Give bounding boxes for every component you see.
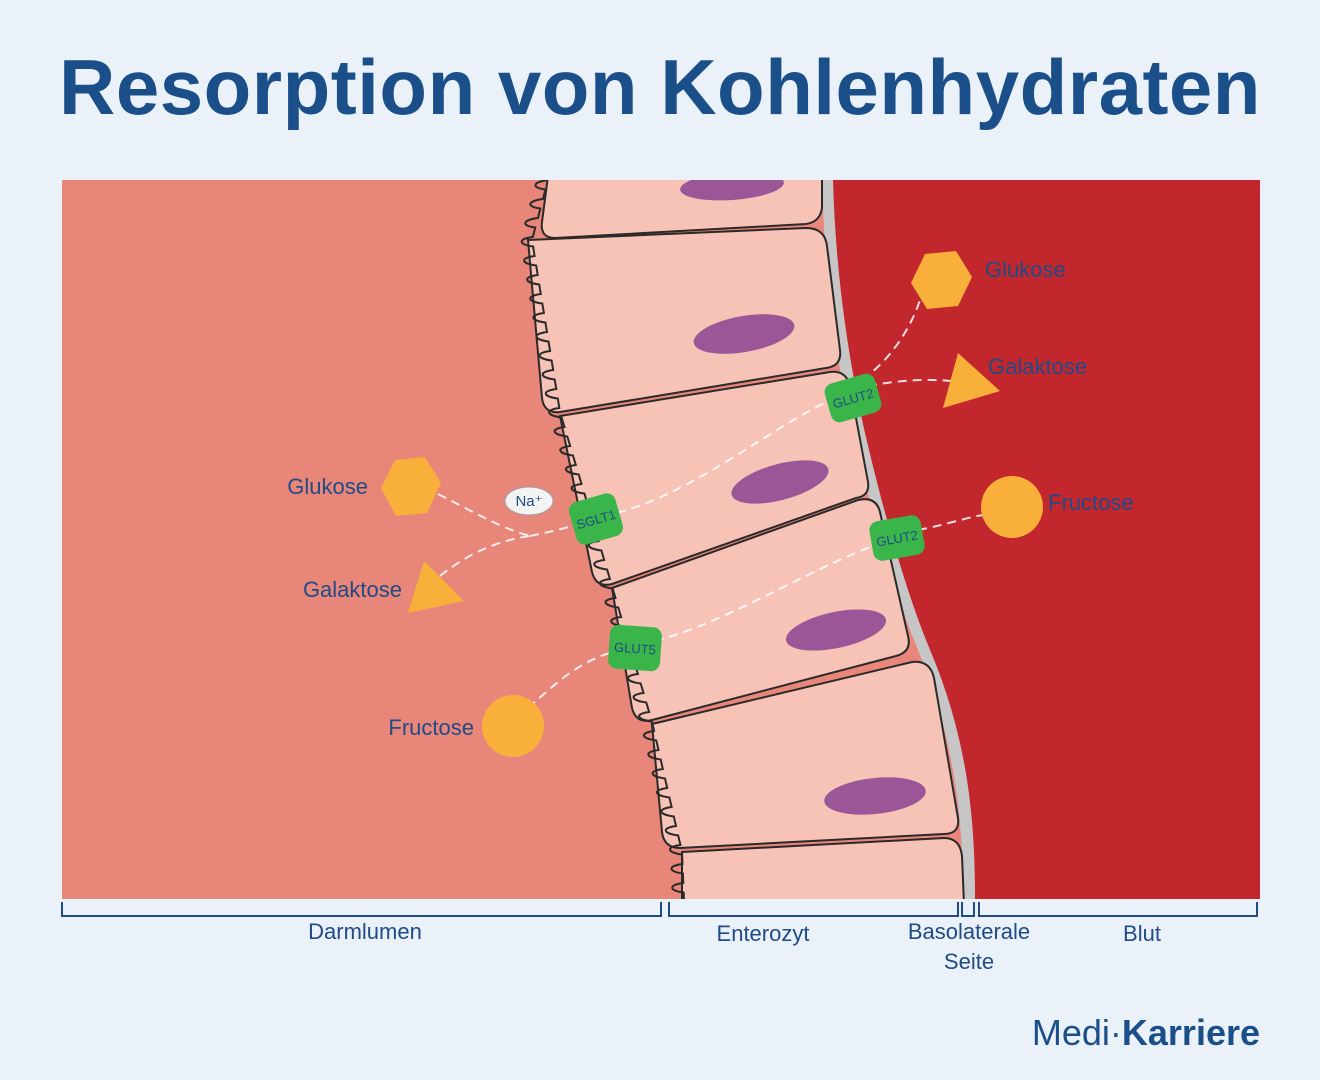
medi-karriere-logo: Medi·Karriere (1031, 1012, 1260, 1053)
nucleus (824, 777, 926, 815)
label-glukose-blood: Glukose (985, 257, 1066, 282)
label-fructose-lumen: Fructose (388, 715, 474, 740)
label-fructose-blood: Fructose (1048, 490, 1134, 515)
nucleus (731, 460, 829, 504)
nuclei (680, 180, 926, 815)
bracket-blut (978, 902, 1258, 917)
page-title: Resorption von Kohlenhydraten (59, 43, 1261, 131)
path-glut2-to-glukose (861, 299, 921, 381)
enterocyte-layer (526, 180, 965, 899)
path-fructose-lumen (527, 649, 621, 709)
bracket-enterozyt (668, 902, 959, 917)
path-sglt1-to-glut2 (529, 395, 841, 537)
path-galaktose-lumen (439, 535, 531, 577)
label-galaktose-lumen: Galaktose (303, 577, 402, 602)
glukose-hexagon-lumen (381, 457, 441, 516)
fructose-circle-blood (981, 476, 1043, 538)
glukose-hexagon-blood (911, 251, 972, 309)
path-glukose-lumen (437, 493, 531, 537)
path-glut5-to-glut2 (639, 539, 893, 645)
bracket-basolateral (961, 902, 975, 917)
transporter-sglt1: SGLT1 (568, 493, 624, 545)
region-label-basolateral-line1: Basolaterale (908, 919, 1030, 944)
transporter-glut2-bottom: GLUT2 (869, 515, 925, 561)
sugars (381, 251, 1043, 757)
bracket-darmlumen (61, 902, 662, 917)
sodium-ion-label: Na⁺ (515, 493, 542, 510)
transporter-glut2-top: GLUT2 (824, 373, 882, 423)
transporter-glut5-label: GLUT5 (614, 640, 657, 658)
enterocyte-2 (526, 226, 842, 414)
sodium-ion (504, 486, 554, 516)
galaktose-triangle-lumen (408, 561, 464, 613)
label-galaktose-blood: Galaktose (988, 354, 1087, 379)
transporter-glut2-bottom-label: GLUT2 (875, 527, 919, 549)
nucleus (693, 314, 795, 354)
logo-part-karriere: Karriere (1121, 1012, 1260, 1053)
blood-area (833, 180, 1260, 899)
enterocyte-4 (610, 498, 910, 722)
region-label-darmlumen: Darmlumen (308, 919, 422, 944)
nucleus (785, 609, 887, 651)
transport-paths (437, 299, 991, 709)
logo-part-medi: Medi (1031, 1012, 1110, 1053)
fructose-circle-lumen (482, 695, 544, 757)
label-glukose-lumen: Glukose (287, 474, 368, 499)
region-brackets (61, 902, 1258, 917)
galaktose-triangle-blood (943, 353, 1000, 408)
transporter-glut5: GLUT5 (608, 624, 662, 672)
region-label-enterozyt: Enterozyt (717, 921, 810, 946)
nucleus (680, 180, 784, 201)
enterocyte-3 (558, 370, 870, 586)
region-label-basolateral-line2: Seite (944, 949, 994, 974)
enterocyte-6 (681, 836, 965, 899)
region-label-blut: Blut (1123, 921, 1161, 946)
